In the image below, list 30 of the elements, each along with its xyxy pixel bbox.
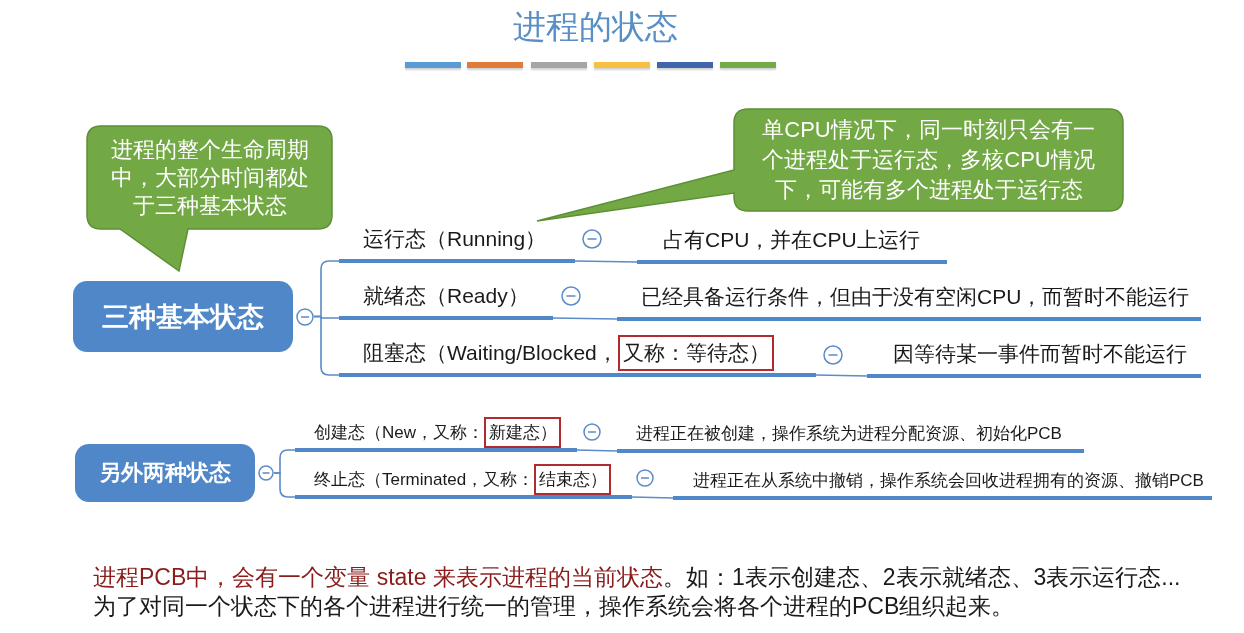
topic-text: 终止态（Terminated，又称： — [314, 468, 535, 491]
highlight-box: 又称：等待态） — [617, 335, 774, 371]
topic-text: 就绪态（Ready） — [363, 283, 529, 309]
description-text: 进程正在从系统中撤销，操作系统会回收进程拥有的资源、撤销PCB — [693, 469, 1204, 492]
main-topic-box: 另外两种状态 — [75, 444, 255, 502]
branch-line — [631, 496, 674, 499]
highlight-box: 结束态） — [534, 463, 612, 495]
highlight-box: 新建态） — [484, 416, 561, 448]
branch-line — [552, 317, 618, 320]
note-text: 。如：1表示创建态、2表示就绪态、3表示运行态... — [662, 564, 1181, 590]
branch-line — [815, 374, 868, 377]
note-text: 为了对同一个状态下的各个进程进行统一的管理，操作系统会将各个进程的PCB组织起来。 — [93, 593, 1015, 619]
topic-text: 运行态（Running） — [363, 226, 547, 252]
branch-line — [576, 449, 618, 452]
description-text: 占有CPU，并在CPU上运行 — [663, 227, 920, 253]
underlined-topic — [339, 333, 816, 377]
branch-line — [574, 260, 638, 263]
branch-line — [313, 315, 340, 376]
topic-text: 阻塞态（Waiting/Blocked， — [363, 340, 618, 366]
description-text: 已经具备运行条件，但由于没有空闲CPU，而暂时不能运行 — [641, 284, 1190, 310]
description-text: 因等待某一事件而暂时不能运行 — [893, 341, 1187, 367]
callout-text: 单CPU情况下，同一时刻只会有一个进程处于运行态，多核CPU情况下，可能有多个进程处于运行态 — [761, 116, 1096, 204]
underlined-topic — [295, 416, 577, 452]
description-text: 进程正在被创建，操作系统为进程分配资源、初始化PCB — [636, 422, 1062, 445]
note-text: 进程PCB中，会有一个变量 state 来表示进程的当前状态 — [93, 564, 663, 590]
underlined-topic — [295, 463, 632, 499]
title: 进程的状态 — [511, 7, 679, 47]
main-topic-box: 三种基本状态 — [73, 281, 293, 352]
callout-text: 进程的整个生命周期中，大部分时间都处于三种基本状态 — [109, 135, 310, 220]
topic-text: 创建态（New，又称： — [314, 421, 484, 444]
